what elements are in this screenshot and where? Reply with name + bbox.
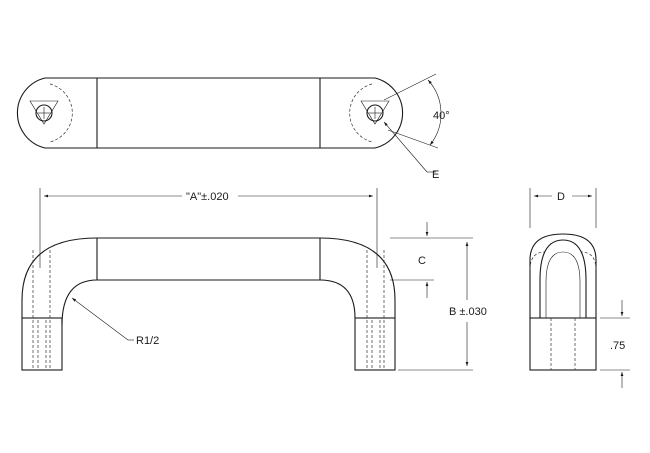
- dimension-b-label: B ±.030: [449, 306, 487, 318]
- angle-dimension: 40°: [383, 73, 450, 149]
- dimension-075-label: .75: [610, 340, 625, 352]
- angle-label: 40°: [433, 110, 450, 122]
- callout-e-label: E: [432, 169, 439, 181]
- dimension-c: C: [390, 222, 473, 298]
- radius-callout: R1/2: [71, 297, 159, 347]
- dimension-b: B ±.030: [398, 242, 487, 371]
- front-view: [21, 237, 396, 371]
- dimension-075: .75: [600, 300, 630, 388]
- radius-label: R1/2: [136, 335, 159, 347]
- dimension-d: D: [529, 188, 597, 228]
- dimension-d-label: D: [557, 191, 565, 203]
- dimension-c-label: C: [418, 255, 426, 267]
- dimension-a-label: "A"±.020: [186, 191, 229, 203]
- callout-e: E: [383, 121, 439, 181]
- side-view: [529, 233, 597, 371]
- dimension-a: "A"±.020: [39, 188, 378, 268]
- top-view: [16, 77, 404, 149]
